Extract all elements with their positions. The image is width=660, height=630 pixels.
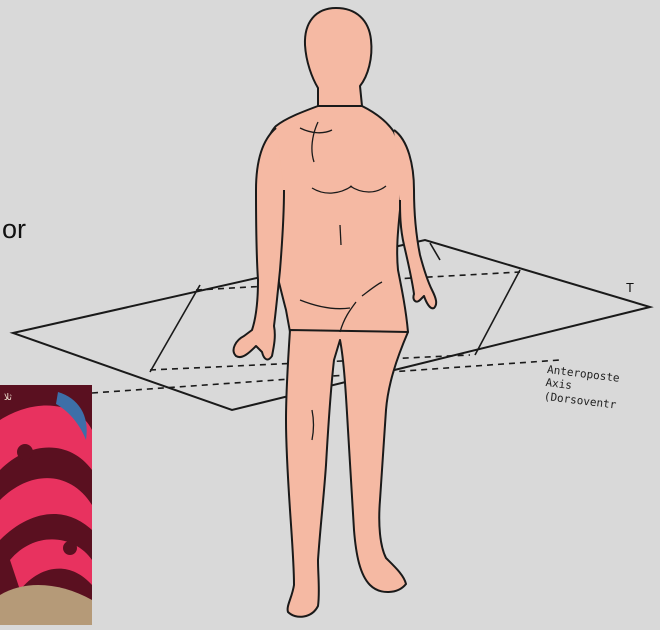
text-fragment-right: T bbox=[626, 280, 634, 295]
human-figure bbox=[234, 8, 437, 617]
decorative-pattern-thumbnail: ثلا bbox=[0, 385, 92, 625]
text-fragment-left: or bbox=[2, 214, 26, 245]
svg-text:ثلا: ثلا bbox=[4, 393, 12, 403]
